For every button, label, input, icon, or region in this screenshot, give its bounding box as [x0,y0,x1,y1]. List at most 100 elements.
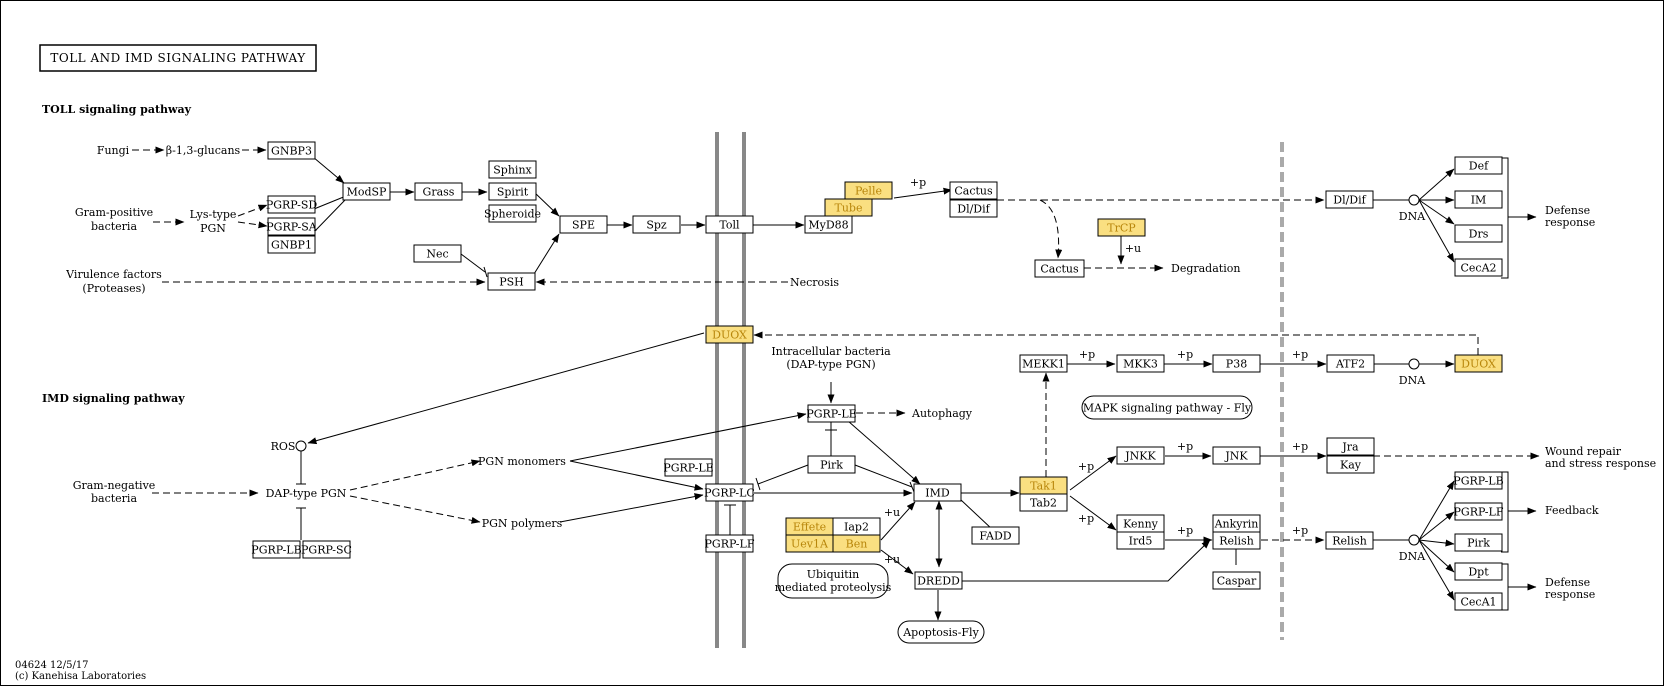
label-p2: +p [1079,348,1095,361]
node-modsp[interactable]: ModSP [342,182,391,201]
node-label: Ird5 [1129,535,1153,548]
node-pgrp-lc[interactable]: PGRP-LC [704,483,755,502]
node-spheroide[interactable]: Spheroide [484,204,541,223]
node-spz[interactable]: Spz [632,215,681,234]
node-sphinx[interactable]: Sphinx [488,160,537,179]
node-dldif2[interactable]: Dl/Dif [1325,190,1374,209]
node-pgrp-lf2[interactable]: PGRP-LF [1454,502,1504,521]
node-jra[interactable]: Jra [1326,437,1375,456]
node-cactus[interactable]: Cactus [949,181,998,200]
label-dna3: DNA [1399,550,1426,563]
node-box [487,272,536,291]
node-fadd[interactable]: FADD [971,526,1020,545]
node-label: Tab2 [1030,497,1057,510]
node-label: Pirk [820,459,843,472]
node-label: Pirk [1467,537,1490,550]
node-dredd[interactable]: DREDD [914,571,963,590]
node-def[interactable]: Def [1454,156,1503,175]
node-gnbp3[interactable]: GNBP3 [267,141,316,160]
node-pgrp-lf[interactable]: PGRP-LF [705,534,755,553]
node-drs[interactable]: Drs [1454,224,1503,243]
node-jnk[interactable]: JNK [1212,446,1261,465]
node-spirit[interactable]: Spirit [488,182,537,201]
label-vir2: (Proteases) [82,282,145,295]
node-pgrp-lb[interactable]: PGRP-LB [1453,471,1504,490]
node-box [488,204,537,223]
node-pirk2[interactable]: Pirk [1454,533,1503,552]
node-box [971,526,1020,545]
node-box [342,182,391,201]
node-apoptosis[interactable]: Apoptosis-Fly [897,620,985,644]
node-box [413,244,462,263]
node-label: Caspar [1217,575,1257,588]
node-label: FADD [979,530,1011,543]
node-label: SPE [572,219,595,232]
node-im[interactable]: IM [1454,190,1503,209]
node-pelle[interactable]: Pelle [844,181,893,200]
label-lys2: PGN [200,222,226,235]
label-u1: +u [884,506,900,519]
node-kenny[interactable]: Kenny [1116,514,1165,533]
node-iap2[interactable]: Iap2 [832,517,881,536]
node-ceca2[interactable]: CecA2 [1454,258,1503,277]
node-uev1a[interactable]: Uev1A [785,534,834,553]
section-toll: TOLL signaling pathway [42,103,192,116]
node-label: Spz [646,219,667,232]
node-label: JNKK [1124,450,1156,463]
node-box [705,215,754,234]
node-relish[interactable]: Relish [1212,531,1261,550]
node-pgrp-lb2[interactable]: PGRP-LB [251,540,302,559]
node-duox2[interactable]: DUOX [1454,354,1503,373]
node-gnbp1[interactable]: GNBP1 [267,235,316,254]
node-ceca1[interactable]: CecA1 [1454,592,1503,611]
node-dldif[interactable]: Dl/Dif [949,199,998,218]
node-jnkk[interactable]: JNKK [1116,446,1165,465]
node-spe[interactable]: SPE [559,215,608,234]
node-grass[interactable]: Grass [414,182,463,201]
node-label: Drs [1469,228,1489,241]
node-trcp[interactable]: TrCP [1097,218,1146,237]
node-label: Jra [1341,441,1359,454]
node-toll[interactable]: Toll [705,215,754,234]
node-mkk3[interactable]: MKK3 [1116,354,1165,373]
node-atf2[interactable]: ATF2 [1326,354,1375,373]
node-duox[interactable]: DUOX [705,325,754,344]
node-kay[interactable]: Kay [1326,455,1375,474]
node-ankyrin[interactable]: Ankyrin [1212,514,1261,533]
node-label: Uev1A [791,538,829,551]
node-dpt[interactable]: Dpt [1454,562,1503,581]
node-tab2[interactable]: Tab2 [1019,493,1068,512]
node-label: Kay [1340,459,1362,472]
node-label: Pelle [855,185,882,198]
node-box [1019,354,1068,373]
node-pgrp-le2[interactable]: PGRP-LE [663,458,714,477]
node-mapk[interactable]: MAPK signaling pathway - Fly [1081,395,1253,420]
node-effete[interactable]: Effete [785,517,834,536]
node-box [1212,354,1261,373]
node-relish2[interactable]: Relish [1325,531,1374,550]
node-nec[interactable]: Nec [413,244,462,263]
node-pgrp-sc[interactable]: PGRP-SC [301,540,352,559]
label-pgnpoly: PGN polymers [482,517,563,530]
node-label: GNBP3 [271,145,312,158]
label-ros: ROS [271,440,296,453]
label-pgnmono: PGN monomers [478,455,566,468]
node-pgrp-le[interactable]: PGRP-LE [806,404,857,423]
node-p38[interactable]: P38 [1212,354,1261,373]
node-pgrp-sd[interactable]: PGRP-SD [266,195,318,214]
node-caspar[interactable]: Caspar [1212,571,1261,590]
node-ird5[interactable]: Ird5 [1116,531,1165,550]
node-mekk1[interactable]: MEKK1 [1019,354,1068,373]
node-psh[interactable]: PSH [487,272,536,291]
node-label: PSH [499,276,524,289]
node-myd88[interactable]: MyD88 [804,215,853,234]
node-pgrp-sa[interactable]: PGRP-SA [266,217,318,236]
node-tak1[interactable]: Tak1 [1019,476,1068,495]
node-imd[interactable]: IMD [913,483,962,502]
node-cactus2[interactable]: Cactus [1034,259,1085,278]
node-pirk[interactable]: Pirk [807,455,856,474]
node-label: Ubiquitin [807,568,860,581]
node-ben[interactable]: Ben [832,534,881,553]
node-tube[interactable]: Tube [824,198,873,217]
